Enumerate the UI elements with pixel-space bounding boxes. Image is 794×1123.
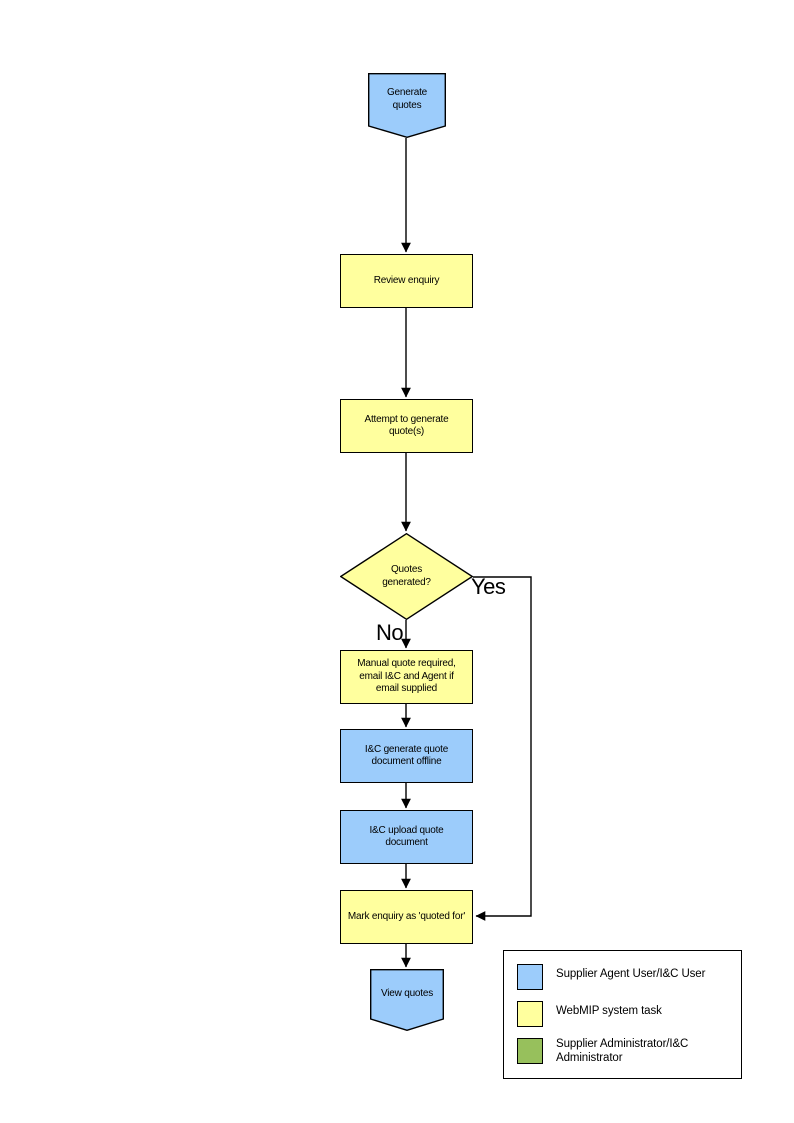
legend: Supplier Agent User/I&C User WebMIP syst… xyxy=(503,950,742,1079)
pentagon-shape-end xyxy=(370,969,444,1031)
legend-label: Supplier Agent User/I&C User xyxy=(556,968,706,980)
legend-swatch-blue xyxy=(517,964,543,990)
legend-item-supplier-agent-user: Supplier Agent User/I&C User xyxy=(517,964,705,990)
legend-swatch-green xyxy=(517,1038,543,1064)
node-mark-enquiry-quoted-for[interactable]: Mark enquiry as 'quoted for' xyxy=(340,890,473,944)
pentagon-shape-start xyxy=(368,73,446,138)
legend-label: Supplier Administrator/I&C Administrator xyxy=(556,1038,689,1064)
legend-item-webmip-system-task: WebMIP system task xyxy=(517,1001,662,1027)
node-label: View quotes xyxy=(380,987,434,999)
legend-label: WebMIP system task xyxy=(556,1005,662,1017)
edge-label-yes: Yes xyxy=(471,574,506,599)
node-decision-quotes-generated[interactable]: Quotes generated? xyxy=(340,533,473,620)
node-manual-quote-required[interactable]: Manual quote required, email I&C and Age… xyxy=(340,650,473,704)
node-label: I&C upload quote document xyxy=(369,824,444,849)
node-label: Attempt to generate quote(s) xyxy=(364,413,449,438)
node-attempt-generate-quotes[interactable]: Attempt to generate quote(s) xyxy=(340,399,473,453)
edge-decision-yes-to-mark xyxy=(473,576,532,921)
node-review-enquiry[interactable]: Review enquiry xyxy=(340,254,473,308)
legend-swatch-yellow xyxy=(517,1001,543,1027)
node-view-quotes[interactable]: View quotes xyxy=(370,969,444,1031)
node-label: I&C generate quote document offline xyxy=(364,743,449,768)
node-label: Quotes generated? xyxy=(382,564,431,588)
node-generate-quotes[interactable]: Generate quotes xyxy=(368,73,446,138)
node-label: Mark enquiry as 'quoted for' xyxy=(347,910,466,922)
node-label: Review enquiry xyxy=(373,274,440,286)
legend-item-supplier-administrator: Supplier Administrator/I&C Administrator xyxy=(517,1038,688,1066)
node-ic-generate-quote-offline[interactable]: I&C generate quote document offline xyxy=(340,729,473,783)
diamond-shape xyxy=(340,533,473,620)
node-label: Manual quote required, email I&C and Age… xyxy=(357,658,456,695)
node-label: Generate quotes xyxy=(386,87,428,111)
edge-label-no: No xyxy=(376,620,404,645)
node-ic-upload-quote-document[interactable]: I&C upload quote document xyxy=(340,810,473,864)
